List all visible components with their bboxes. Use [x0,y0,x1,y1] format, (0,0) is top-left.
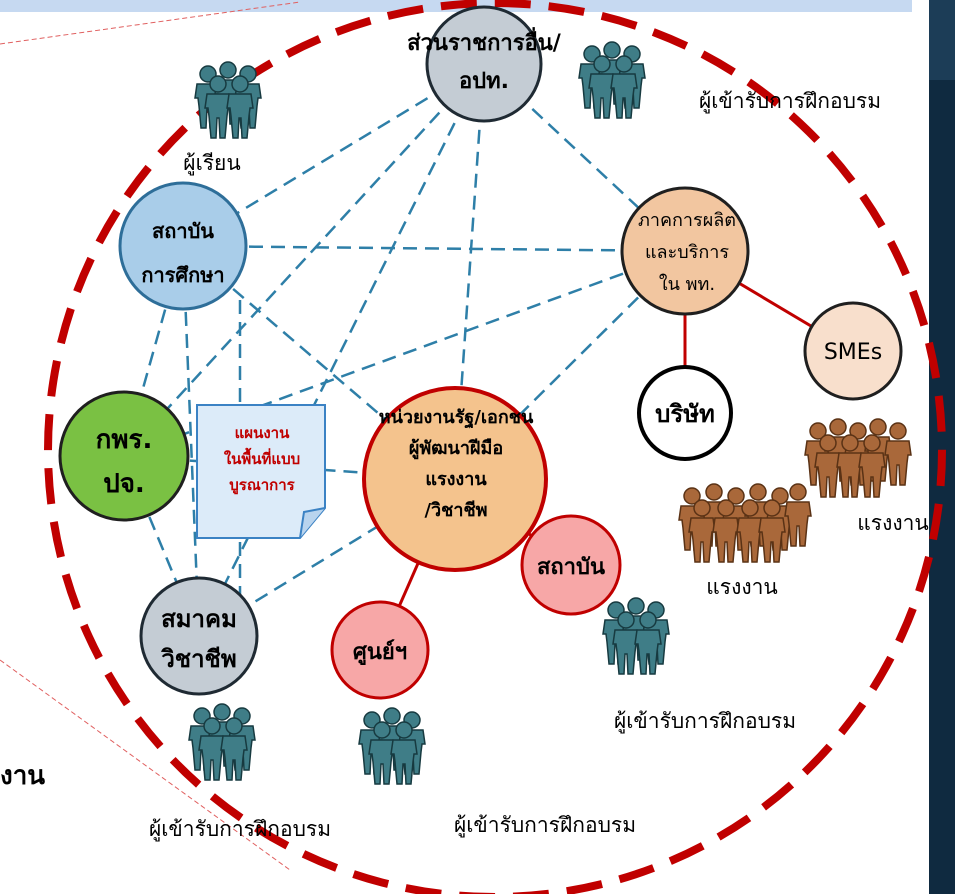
people-group-icon [578,41,646,119]
workers-label-1: แรงงาน [857,511,928,535]
node-association: สมาคมวิชาชีพ [139,576,259,696]
note-text: แผนงานในพื้นที่แบบบูรณาการ [224,424,300,495]
people-group-icon [602,597,670,675]
node-company-label: บริษัท [655,400,715,428]
node-committee-label: กพร.ปจ. [96,425,153,499]
people-group-icon [358,707,426,785]
node-institute-label: สถาบัน [537,555,605,580]
trainees-bottom-mid-label: ผู้เข้ารับการฝึกอบรม [454,813,636,838]
people-group-icon [188,703,256,781]
node-developer: หน่วยงานรัฐ/เอกชนผู้พัฒนาฝีมือแรงงาน/วิช… [362,386,548,572]
guide-line-bottom [0,659,291,871]
node-committee: กพร.ปจ. [58,390,190,522]
left-cut-label: งาน [0,761,45,791]
node-developer-label: หน่วยงานรัฐ/เอกชนผู้พัฒนาฝีมือแรงงาน/วิช… [379,407,534,521]
ecosystem-boundary [44,0,946,894]
trainees-right-label: ผู้เข้ารับการฝึกอบรม [614,709,796,734]
node-center: ศูนย์ฯ [330,600,430,700]
guide-line-top [0,1,301,45]
people-group-icon [194,61,262,139]
node-education: สถาบันการศึกษา [118,181,248,311]
learners-label: ผู้เรียน [183,151,240,176]
node-institute: สถาบัน [520,514,622,616]
node-education-label: สถาบันการศึกษา [141,219,224,287]
node-association-label: สมาคมวิชาชีพ [161,605,237,673]
right-panel-accent [929,0,955,80]
trainees-bottom-left-label: ผู้เข้ารับการฝึกอบรม [149,817,331,842]
worker-group-icon [804,418,912,498]
workers-label-2: แรงงาน [706,575,777,599]
node-center-label: ศูนย์ฯ [353,639,407,666]
right-panel [929,0,955,894]
node-gov-agencies: ส่วนราชการอื่น/อปท. [407,5,562,123]
trainees-top-label: ผู้เข้ารับการฝึกอบรม [699,89,881,114]
node-production: ภาคการผลิตและบริการใน พท. [620,186,750,316]
worker-group-icon [678,483,812,563]
node-gov-agencies-label: ส่วนราชการอื่น/อปท. [407,26,562,94]
integrated-plan-note: แผนงานในพื้นที่แบบบูรณาการ [196,404,326,539]
node-smes: SMEs [803,301,903,401]
node-production-label: ภาคการผลิตและบริการใน พท. [638,210,736,295]
node-smes-label: SMEs [824,340,882,365]
node-company: บริษัท [637,365,733,461]
